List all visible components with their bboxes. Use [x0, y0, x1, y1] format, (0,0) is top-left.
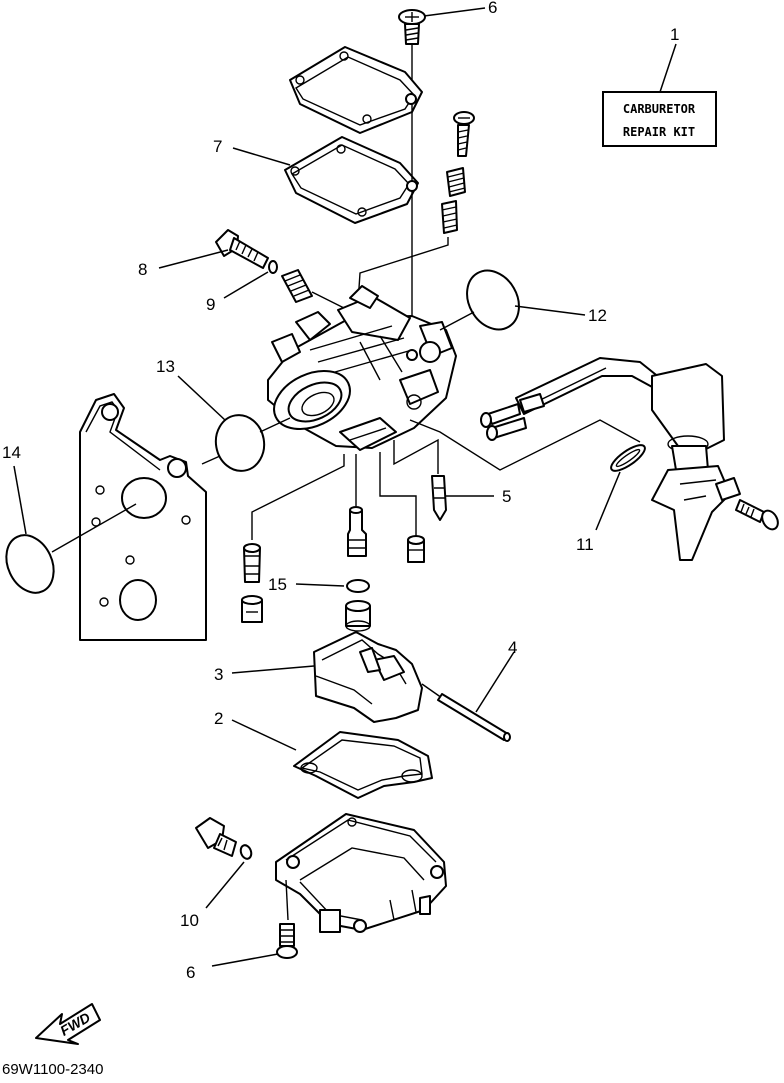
leader-13 — [177, 375, 226, 421]
callout-1: 1 — [670, 25, 679, 44]
float — [313, 631, 423, 723]
leader-14 — [13, 465, 27, 535]
drain-screw — [195, 817, 237, 857]
leader-11 — [595, 471, 621, 531]
choke-link-line — [409, 419, 641, 471]
float-chamber-gasket — [293, 731, 433, 799]
callout-6-bottom: 6 — [186, 963, 195, 982]
callout-14: 14 — [2, 443, 21, 462]
callout-2: 2 — [214, 709, 223, 728]
kit-box-line1: CARBURETOR — [623, 102, 696, 116]
o-ring-14 — [5, 534, 55, 594]
bottom-screw — [276, 879, 298, 959]
solenoid-o-ring — [610, 444, 646, 472]
kit-box-line2: REPAIR KIT — [623, 125, 695, 139]
throttle-stop-screw — [215, 229, 269, 269]
callout-10: 10 — [180, 911, 199, 930]
intake-mounting-plate — [79, 393, 207, 641]
leader-2 — [231, 719, 297, 751]
callout-15: 15 — [268, 575, 287, 594]
float-pin — [421, 683, 511, 742]
o-ring-small — [268, 260, 278, 274]
leader-6-bottom — [211, 953, 279, 967]
float-chamber — [275, 813, 447, 933]
choke-solenoid — [480, 357, 741, 561]
leader-12 — [514, 305, 586, 316]
drawing-code: 69W1100-2340 — [2, 1061, 103, 1078]
main-jet — [243, 543, 261, 583]
leader-6-top — [423, 7, 486, 17]
leader-1 — [659, 43, 677, 93]
o-ring-large — [466, 269, 520, 331]
leader-7 — [232, 147, 291, 166]
needle-valve — [431, 475, 447, 521]
callout-11: 11 — [576, 535, 594, 554]
leader-10 — [205, 861, 245, 909]
carburetor-repair-kit-box: CARBURETOR REPAIR KIT — [602, 91, 717, 147]
pilot-jet — [407, 535, 425, 563]
jet-plug — [241, 595, 263, 623]
callout-9: 9 — [206, 295, 215, 314]
pilot-screw-assembly — [441, 111, 475, 234]
leader-3 — [231, 665, 315, 674]
callout-5: 5 — [502, 487, 511, 506]
intake-gasket — [214, 414, 266, 472]
leader-9 — [223, 271, 269, 299]
leader-15 — [295, 583, 345, 587]
callout-7: 7 — [213, 137, 222, 156]
leader-8 — [158, 249, 229, 269]
callout-4: 4 — [508, 638, 517, 657]
callout-13: 13 — [156, 357, 175, 376]
callout-8: 8 — [138, 260, 147, 279]
drain-o-ring — [239, 844, 253, 860]
callout-12: 12 — [588, 306, 607, 325]
throttle-spring — [281, 269, 313, 303]
o-ring-15 — [346, 579, 370, 593]
fwd-arrow-icon: FWD — [35, 1003, 101, 1045]
top-cover-plate — [289, 46, 423, 134]
solenoid-screw — [735, 499, 779, 531]
cover-gasket — [284, 136, 419, 224]
main-nozzle — [347, 506, 367, 557]
top-screw — [398, 9, 426, 45]
leader-4 — [475, 651, 515, 713]
plug-cap — [345, 600, 371, 632]
callout-3: 3 — [214, 665, 223, 684]
callout-6-top: 6 — [488, 0, 497, 17]
carburetor-body — [267, 285, 457, 451]
